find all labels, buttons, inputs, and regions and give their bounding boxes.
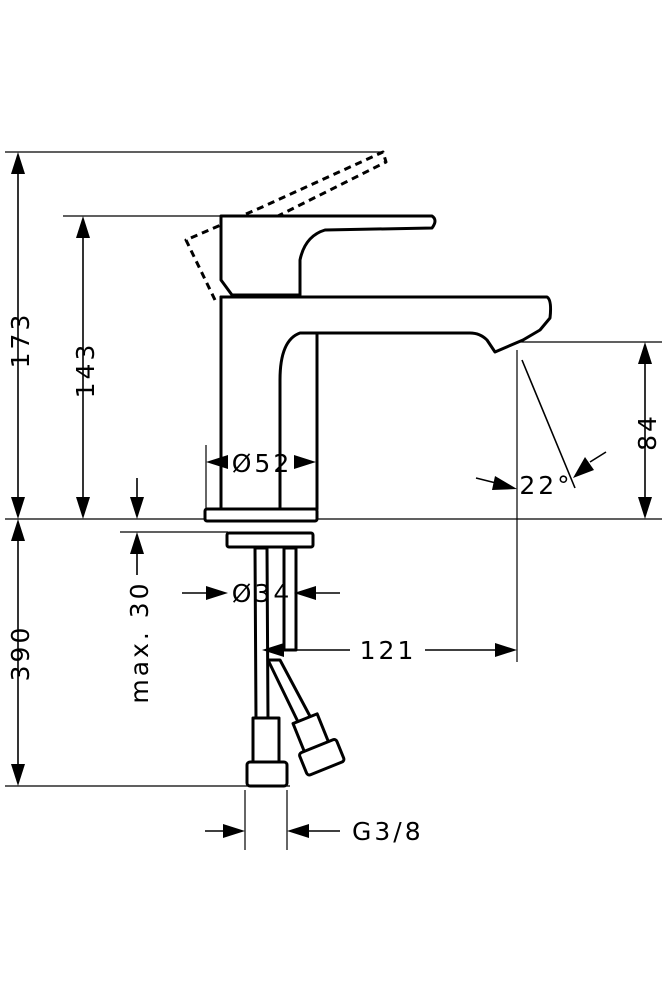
dimension-lines xyxy=(11,152,652,838)
lever-open-outline xyxy=(184,150,388,301)
label-max-thickness: max. 30 xyxy=(125,580,154,703)
faucet-body xyxy=(184,150,553,788)
spout xyxy=(219,295,553,511)
label-connection: G3/8 xyxy=(352,817,424,846)
lever-handle xyxy=(219,214,437,297)
hose-nut-right xyxy=(298,738,346,777)
dimension-labels: 173 143 84 390 max. 30 Ø52 Ø34 121 22° G… xyxy=(6,312,662,846)
label-projection: 121 xyxy=(360,636,417,665)
label-spout-height: 84 xyxy=(633,413,662,451)
supply-hose-bent xyxy=(266,658,314,728)
label-spout-angle: 22° xyxy=(519,471,572,500)
mounting-washer xyxy=(225,531,315,549)
label-body-diameter: Ø52 xyxy=(232,449,293,478)
label-hose-length: 390 xyxy=(6,625,35,682)
hose-nut-left xyxy=(245,760,289,788)
base-plate xyxy=(203,507,319,523)
supply-hose-straight xyxy=(253,546,270,722)
label-lever-height: 143 xyxy=(71,342,100,399)
label-total-height: 173 xyxy=(6,312,35,369)
label-hole-diameter: Ø34 xyxy=(232,579,293,608)
